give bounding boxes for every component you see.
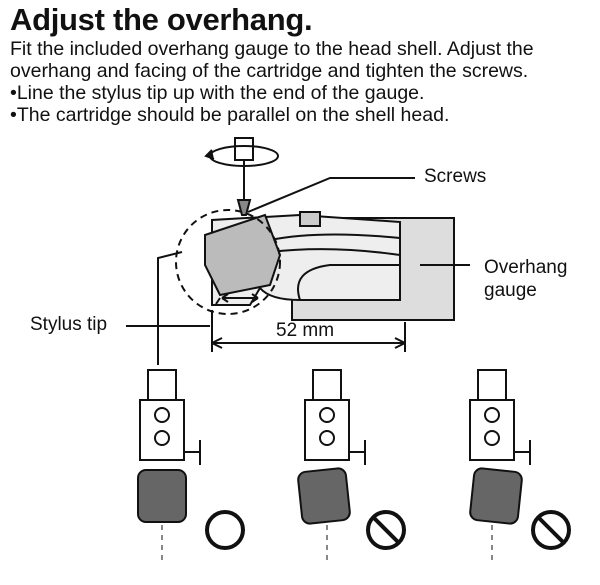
circle-ok-icon: [205, 510, 245, 550]
overhang-gauge-label: Overhang: [484, 257, 568, 278]
prohibited-icon: [366, 510, 406, 550]
instructions: Fit the included overhang gauge to the h…: [10, 38, 534, 126]
headshell-top-view-3: [469, 369, 531, 560]
bullet-item: •Line the stylus tip up with the end of …: [10, 82, 425, 104]
page-title: Adjust the overhang.: [10, 2, 313, 37]
prohibited-icon: [531, 510, 571, 550]
detail-circle: [175, 209, 281, 315]
stylus-tip-label: Stylus tip: [30, 314, 108, 335]
headshell-top-view-1: [137, 369, 201, 560]
bullet-item: •The cartridge should be parallel on the…: [10, 104, 450, 126]
cartridge: [204, 213, 282, 297]
screwdriver-icon: [204, 137, 279, 216]
instruction-line: overhang and facing of the cartridge and…: [10, 60, 529, 82]
instruction-line: Fit the included overhang gauge to the h…: [10, 38, 534, 60]
overhang-gauge-label: gauge: [484, 280, 537, 301]
headshell-top-view-2: [297, 369, 366, 560]
dimension-label: 52 mm: [276, 320, 335, 341]
screws-label: Screws: [424, 166, 487, 187]
